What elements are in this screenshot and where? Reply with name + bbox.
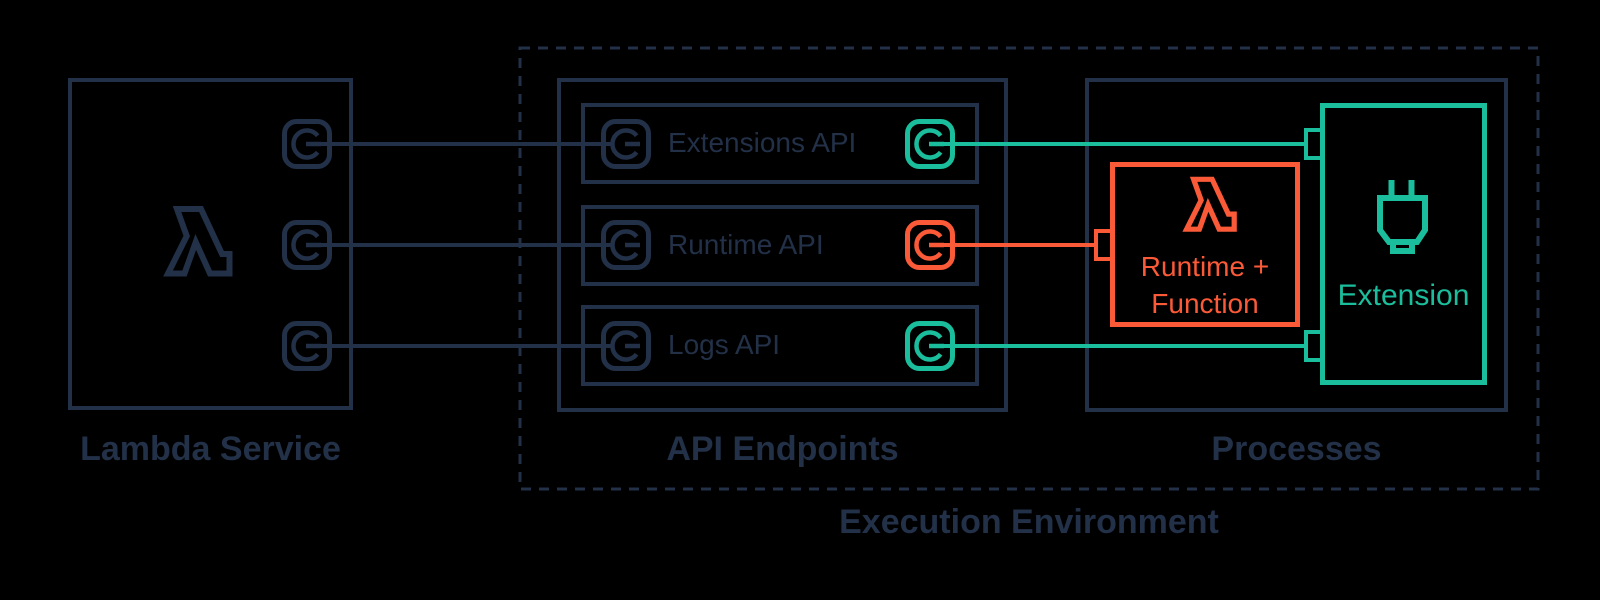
api-endpoints-label: API Endpoints [666, 430, 899, 468]
lambda-service-port-icon-3 [285, 324, 330, 369]
extension-box [1320, 103, 1487, 385]
logs-api-label: Logs API [668, 329, 781, 360]
extension-bottom-port-tab [1304, 330, 1324, 362]
execution-environment-dashed-border [518, 46, 1540, 491]
runtime-api-label: Runtime API [668, 229, 824, 260]
runtime-function-port-tab [1094, 229, 1114, 261]
runtime-function-label-line1: Runtime + [1140, 251, 1270, 282]
lambda-service-box [68, 78, 353, 410]
logs-api-left-port-icon [604, 324, 649, 369]
extension-top-port-tab [1304, 128, 1324, 160]
power-plug-icon [1377, 180, 1428, 254]
aws-lambda-icon-small [1187, 179, 1235, 229]
lambda-service-port-icon-1 [285, 122, 330, 167]
extensions-api-label: Extensions API [668, 127, 857, 158]
lambda-service-port-icon-2 [285, 223, 330, 268]
processes-label: Processes [1211, 430, 1382, 468]
runtime-function-label-line2: Function [1151, 288, 1259, 319]
extension-label: Extension [1337, 279, 1470, 312]
extensions-api-left-port-icon [604, 122, 649, 167]
execution-environment-label: Execution Environment [839, 503, 1219, 541]
aws-lambda-icon [168, 209, 230, 274]
runtime-api-left-port-icon [604, 223, 649, 268]
lambda-service-label: Lambda Service [80, 430, 341, 468]
